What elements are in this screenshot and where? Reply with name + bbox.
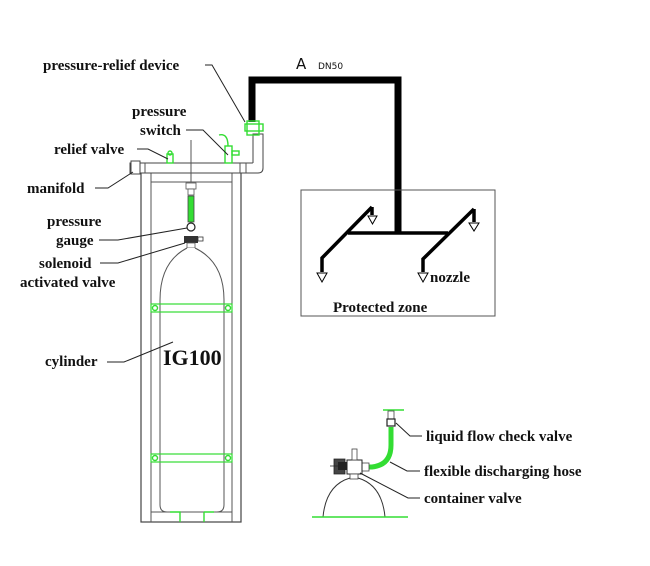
label-cylinder: cylinder: [45, 354, 98, 370]
solenoid-valve: [184, 236, 198, 243]
container-valve: [346, 459, 363, 475]
label-pressure-gauge-1: pressure: [47, 214, 102, 230]
pipe-size-label: DN50: [318, 62, 343, 72]
manifold-cap: [130, 160, 141, 175]
manifold-pipe: [129, 162, 256, 174]
pressure-gauge: [186, 222, 196, 232]
label-solenoid-1: solenoid: [39, 256, 92, 272]
pressure-switch: [224, 145, 233, 164]
riser-pipe: [248, 133, 264, 174]
branch-right: [421, 207, 476, 272]
nozzle-label: nozzle: [430, 270, 470, 286]
green-hose: [187, 195, 195, 223]
cylinder-body: [159, 247, 225, 513]
label-flexible-discharging-hose: flexible discharging hose: [424, 464, 582, 480]
cylinder-agent-label: IG100: [163, 345, 222, 370]
label-pressure-switch-2: switch: [140, 123, 181, 139]
label-manifold: manifold: [27, 181, 85, 197]
liquid-flow-check-valve: [386, 418, 396, 427]
container-dome: [322, 477, 386, 518]
nozzle-icon: [468, 222, 480, 232]
nozzle-icon: [417, 272, 429, 284]
flexible-discharging-hose: [368, 427, 394, 470]
label-solenoid-2: activated valve: [20, 275, 116, 291]
label-container-valve: container valve: [424, 491, 522, 507]
nozzle-icon: [367, 215, 378, 226]
discharge-pipe: [248, 76, 402, 233]
cylinder-strap: [150, 453, 233, 463]
nozzle-icon: [316, 272, 328, 284]
pressure-relief-device: [246, 120, 260, 136]
branch-left: [320, 205, 374, 272]
cylinder-strap: [150, 303, 233, 313]
label-pressure-switch-1: pressure: [132, 104, 187, 120]
label-pressure-relief-device: pressure-relief device: [43, 58, 180, 74]
protected-zone-box: [300, 189, 496, 317]
label-liquid-flow-check-valve: liquid flow check valve: [426, 429, 573, 445]
label-relief-valve: relief valve: [54, 142, 124, 158]
label-pressure-gauge-2: gauge: [56, 233, 94, 249]
pipe-section-label: A: [296, 55, 307, 73]
protected-zone-label: Protected zone: [333, 300, 428, 316]
